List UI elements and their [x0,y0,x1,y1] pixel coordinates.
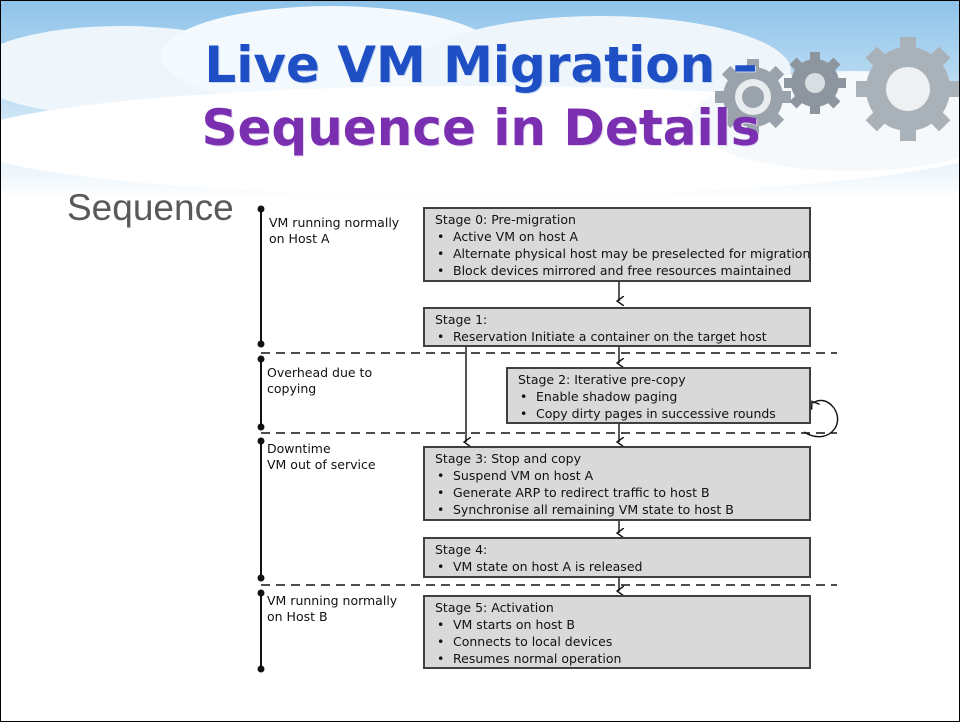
stage-item: Connects to local devices [435,633,809,650]
stage-item: Reservation Initiate a container on the … [435,328,809,345]
stage-item: Synchronise all remaining VM state to ho… [435,501,809,518]
stage-item: VM starts on host B [435,616,809,633]
stage-title: Stage 3: Stop and copy [435,451,581,466]
stage-item: Enable shadow paging [518,388,809,405]
stage-title: Stage 0: Pre-migration [435,212,576,227]
phase-label-host-b: VM running normally on Host B [267,593,398,624]
stage-item: Generate ARP to redirect traffic to host… [435,484,809,501]
stage-item: Copy dirty pages in successive rounds [518,405,809,422]
slide-title-line-2: Sequence in Details [201,99,761,157]
phase-label-overhead: Overhead due to copying [267,365,373,396]
stage-title: Stage 4: [435,542,488,557]
stage-title: Stage 1: [435,312,488,327]
stage-item: Block devices mirrored and free resource… [435,262,809,279]
phase-separators [261,352,837,586]
stage-item: Suspend VM on host A [435,467,809,484]
stage-title: Stage 5: Activation [435,600,554,615]
phase-brackets [257,205,265,673]
stage-item: Resumes normal operation [435,650,809,667]
section-label: Sequence [67,187,234,228]
stage-5-box: Stage 5: Activation VM starts on host B … [423,595,811,669]
stage-item: Active VM on host A [435,228,809,245]
stage-3-box: Stage 3: Stop and copy Suspend VM on hos… [423,446,811,521]
stage-0-box: Stage 0: Pre-migration Active VM on host… [423,207,811,282]
stage-item: Alternate physical host may be preselect… [435,245,810,262]
stage-item: VM state on host A is released [435,558,809,575]
stage-1-box: Stage 1: Reservation Initiate a containe… [423,307,811,347]
flow-arrows [466,282,839,591]
stage-2-box: Stage 2: Iterative pre-copy Enable shado… [506,367,811,424]
phase-label-downtime: Downtime VM out of service [267,441,376,472]
phase-label-host-a: VM running normally on Host A [269,215,400,246]
stage-4-box: Stage 4: VM state on host A is released [423,537,811,578]
slide-title-line-1: Live VM Migration – [204,36,758,94]
stage-title: Stage 2: Iterative pre-copy [518,372,686,387]
gears-icon [715,37,959,141]
